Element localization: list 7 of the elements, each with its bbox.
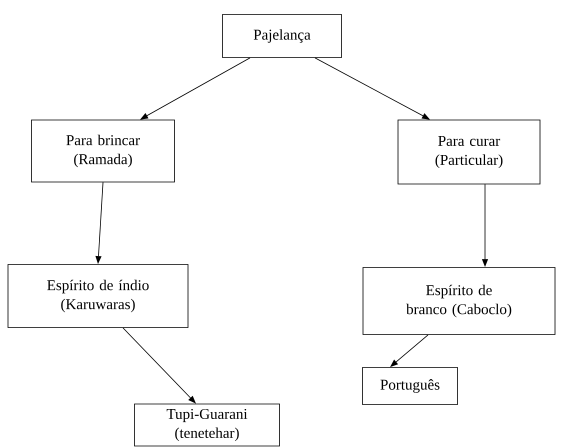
process-box: Português <box>362 367 458 405</box>
process-box: Para curar (Particular) <box>398 120 540 184</box>
process-box: Pajelança <box>222 14 342 58</box>
process-box: Espírito de branco (Caboclo) <box>362 267 556 335</box>
process-box: Espírito de índio (Karuwaras) <box>8 264 188 328</box>
process-box: Tupi-Guarani (tenetehar) <box>134 404 280 446</box>
process-box: Para brincar (Ramada) <box>31 120 175 182</box>
